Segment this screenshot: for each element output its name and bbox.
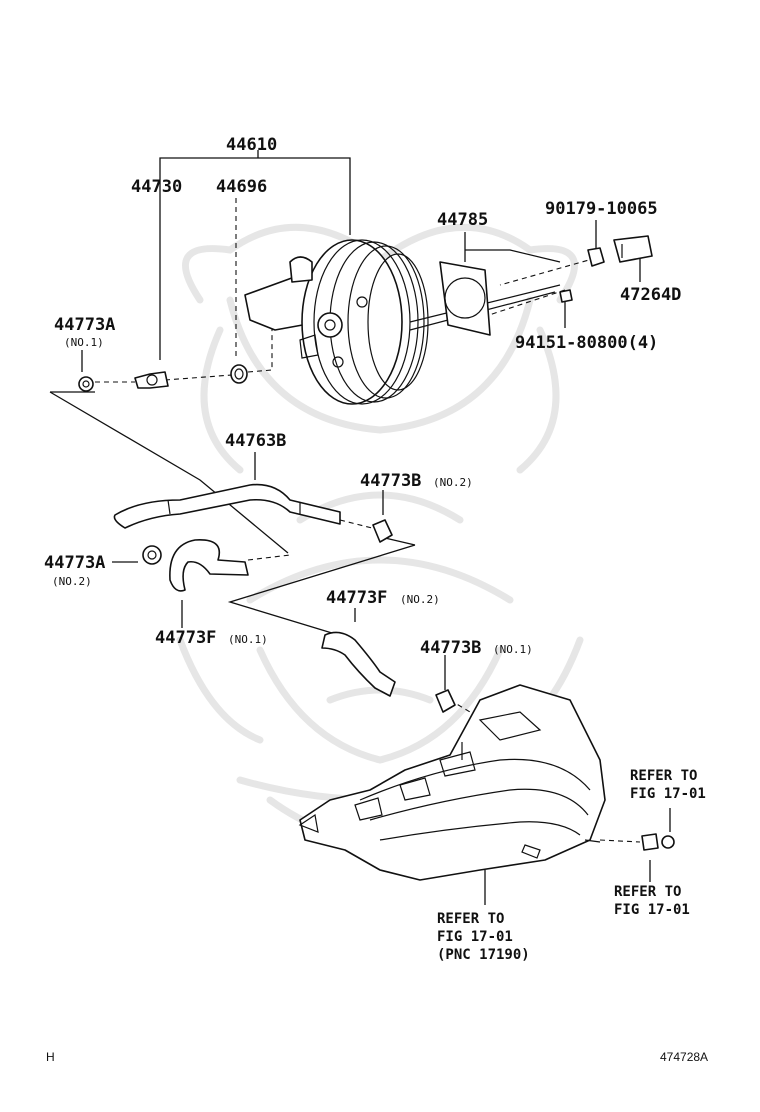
label-90179-10065: 90179-10065 bbox=[545, 199, 658, 219]
note-44773A-no2: (NO.2) bbox=[52, 575, 92, 588]
nut-90179 bbox=[587, 247, 605, 267]
label-44773A-no1: 44773A bbox=[54, 315, 115, 335]
brake-booster-44610 bbox=[244, 239, 561, 405]
refer-bottom-line2: FIG 17-01 bbox=[437, 929, 513, 945]
note-44773F-no2: (NO.2) bbox=[400, 593, 440, 606]
footer-left-code: H bbox=[46, 1050, 55, 1064]
grommet-44696 bbox=[230, 364, 248, 384]
refer-right-bottom-line2: FIG 17-01 bbox=[614, 902, 690, 918]
label-44763B: 44763B bbox=[225, 431, 286, 451]
label-47264D: 47264D bbox=[620, 285, 681, 305]
refer-right-bottom-line1: REFER TO bbox=[614, 884, 681, 900]
label-44730: 44730 bbox=[131, 177, 182, 197]
note-44773B-no1: (NO.1) bbox=[493, 643, 533, 656]
check-valve-44730 bbox=[134, 371, 169, 389]
intake-manifold bbox=[298, 684, 606, 881]
clamp-44773A-no1 bbox=[78, 376, 94, 392]
refer-bottom-line1: REFER TO bbox=[437, 911, 504, 927]
fitting-right bbox=[641, 833, 675, 851]
clamp-44773B-no2 bbox=[372, 519, 393, 543]
label-44773F-no1: 44773F bbox=[155, 628, 216, 648]
leader-lines bbox=[49, 150, 671, 905]
part-labels: 44610 44730 44696 44785 90179-10065 4726… bbox=[44, 135, 681, 658]
footer-illustration-number: 474728A bbox=[660, 1050, 708, 1064]
label-94151-80800: 94151-80800(4) bbox=[515, 333, 658, 353]
nut-94151 bbox=[559, 289, 573, 303]
refer-right-top-line1: REFER TO bbox=[630, 768, 697, 784]
label-44696: 44696 bbox=[216, 177, 267, 197]
label-44773F-no2: 44773F bbox=[326, 588, 387, 608]
clamp-44773B-no1 bbox=[435, 689, 456, 713]
watermark-logo bbox=[176, 223, 584, 844]
label-44785: 44785 bbox=[437, 210, 488, 230]
note-44773B-no2: (NO.2) bbox=[433, 476, 473, 489]
hose-44763B bbox=[113, 483, 341, 529]
label-44610: 44610 bbox=[226, 135, 277, 155]
gasket-44785 bbox=[439, 249, 561, 336]
hose-44773F-no2 bbox=[321, 631, 396, 697]
label-44773B-no1: 44773B bbox=[420, 638, 481, 658]
refer-to-notes: REFER TO FIG 17-01 REFER TO FIG 17-01 RE… bbox=[437, 768, 706, 963]
label-44773B-no2: 44773B bbox=[360, 471, 421, 491]
refer-right-top-line2: FIG 17-01 bbox=[630, 786, 706, 802]
hose-44773F-no1 bbox=[169, 539, 249, 592]
refer-bottom-line3: (PNC 17190) bbox=[437, 947, 530, 963]
note-44773F-no1: (NO.1) bbox=[228, 633, 268, 646]
clevis-47264D bbox=[613, 235, 653, 263]
note-44773A-no1: (NO.1) bbox=[64, 336, 104, 349]
label-44773A-no2: 44773A bbox=[44, 553, 105, 573]
clamp-44773A-no2 bbox=[142, 545, 162, 565]
